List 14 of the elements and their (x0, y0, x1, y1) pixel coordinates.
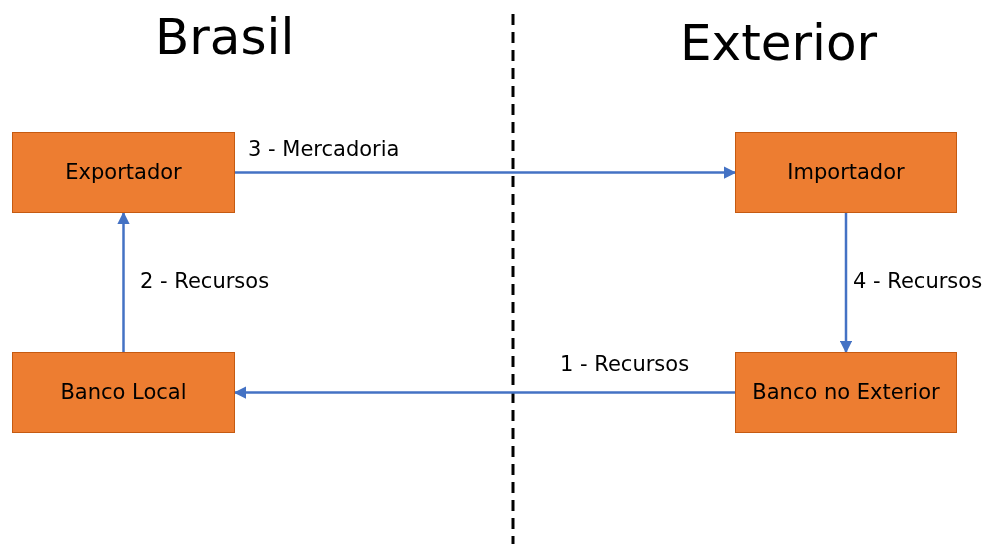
box-label: Exportador (64, 158, 183, 186)
arrow (117, 211, 130, 352)
region-heading: Exterior (680, 14, 878, 72)
process-box (12, 132, 235, 213)
arrow (839, 213, 853, 354)
region-heading: Brasil (155, 8, 295, 66)
process-box (735, 352, 957, 433)
arrow (235, 166, 737, 179)
box-label: Banco Local (59, 378, 188, 406)
process-box (735, 132, 957, 213)
box-label: Banco no Exterior (751, 378, 941, 406)
box-label: Importador (786, 158, 906, 186)
arrow (233, 386, 735, 399)
process-box (12, 352, 235, 433)
